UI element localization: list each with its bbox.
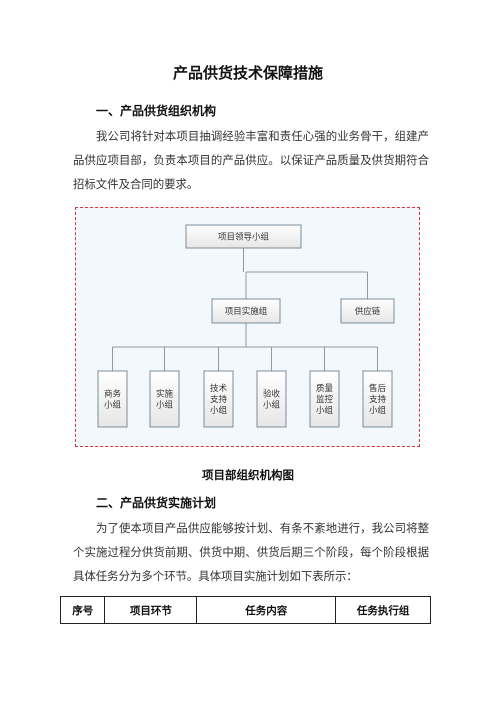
org-box-supply-chain: 供应链 [340,298,395,324]
org-box-label: 小组 [369,405,387,416]
org-chart-frame: 项目领导小组项目实施组供应链商务小组实施小组技术支持小组验收小组质量监控小组售后… [75,207,420,447]
document-title: 产品供货技术保障措施 [172,64,323,82]
table-header-cell: 任务内容 [196,596,337,624]
org-box-label: 项目领导小组 [218,232,270,243]
org-box-label: 商务 [104,389,122,400]
org-box-label: 验收 [263,389,281,400]
org-box-label: 小组 [263,400,281,411]
table-header-cell: 项目环节 [104,596,198,624]
org-box-label: 供应链 [355,306,381,317]
org-box-label: 项目实施组 [225,306,268,317]
section-paragraph-org: 我公司将针对本项目抽调经验丰富和责任心强的业务骨干，组建产品供应项目部，负责本项… [73,129,429,191]
org-box-label: 质量 [316,383,334,394]
org-chart-caption: 项目部组织机构图 [202,468,294,482]
org-box-label: 小组 [316,405,334,416]
plan-table: 序号 项目环节 任务内容 任务执行组 [59,596,431,624]
org-chart: 项目领导小组项目实施组供应链商务小组实施小组技术支持小组验收小组质量监控小组售后… [97,224,395,428]
section-paragraph-plan: 为了使本项目产品供应能够按计划、有条不紊地进行，我公司将整个实施过程分供货前期、… [73,521,429,583]
org-box-label: 售后 [369,383,387,394]
org-box-label: 支持 [369,394,387,405]
org-box-leadership: 项目领导小组 [185,224,302,249]
table-header-cell: 序号 [59,596,106,624]
org-box-label: 小组 [156,400,174,411]
org-box-label: 技术 [210,383,228,394]
org-box-label: 实施 [156,389,174,400]
org-box-label: 小组 [210,405,228,416]
table-header-cell: 任务执行组 [335,596,431,624]
table-header-row: 序号 项目环节 任务内容 任务执行组 [59,596,431,624]
org-box-implementation: 项目实施组 [211,298,281,324]
org-box-label: 支持 [210,394,228,405]
org-box-label: 监控 [316,394,334,405]
section-heading-org: 一、产品供货组织机构 [96,104,217,118]
section-heading-plan: 二、产品供货实施计划 [96,496,217,510]
org-box-label: 小组 [104,400,122,411]
